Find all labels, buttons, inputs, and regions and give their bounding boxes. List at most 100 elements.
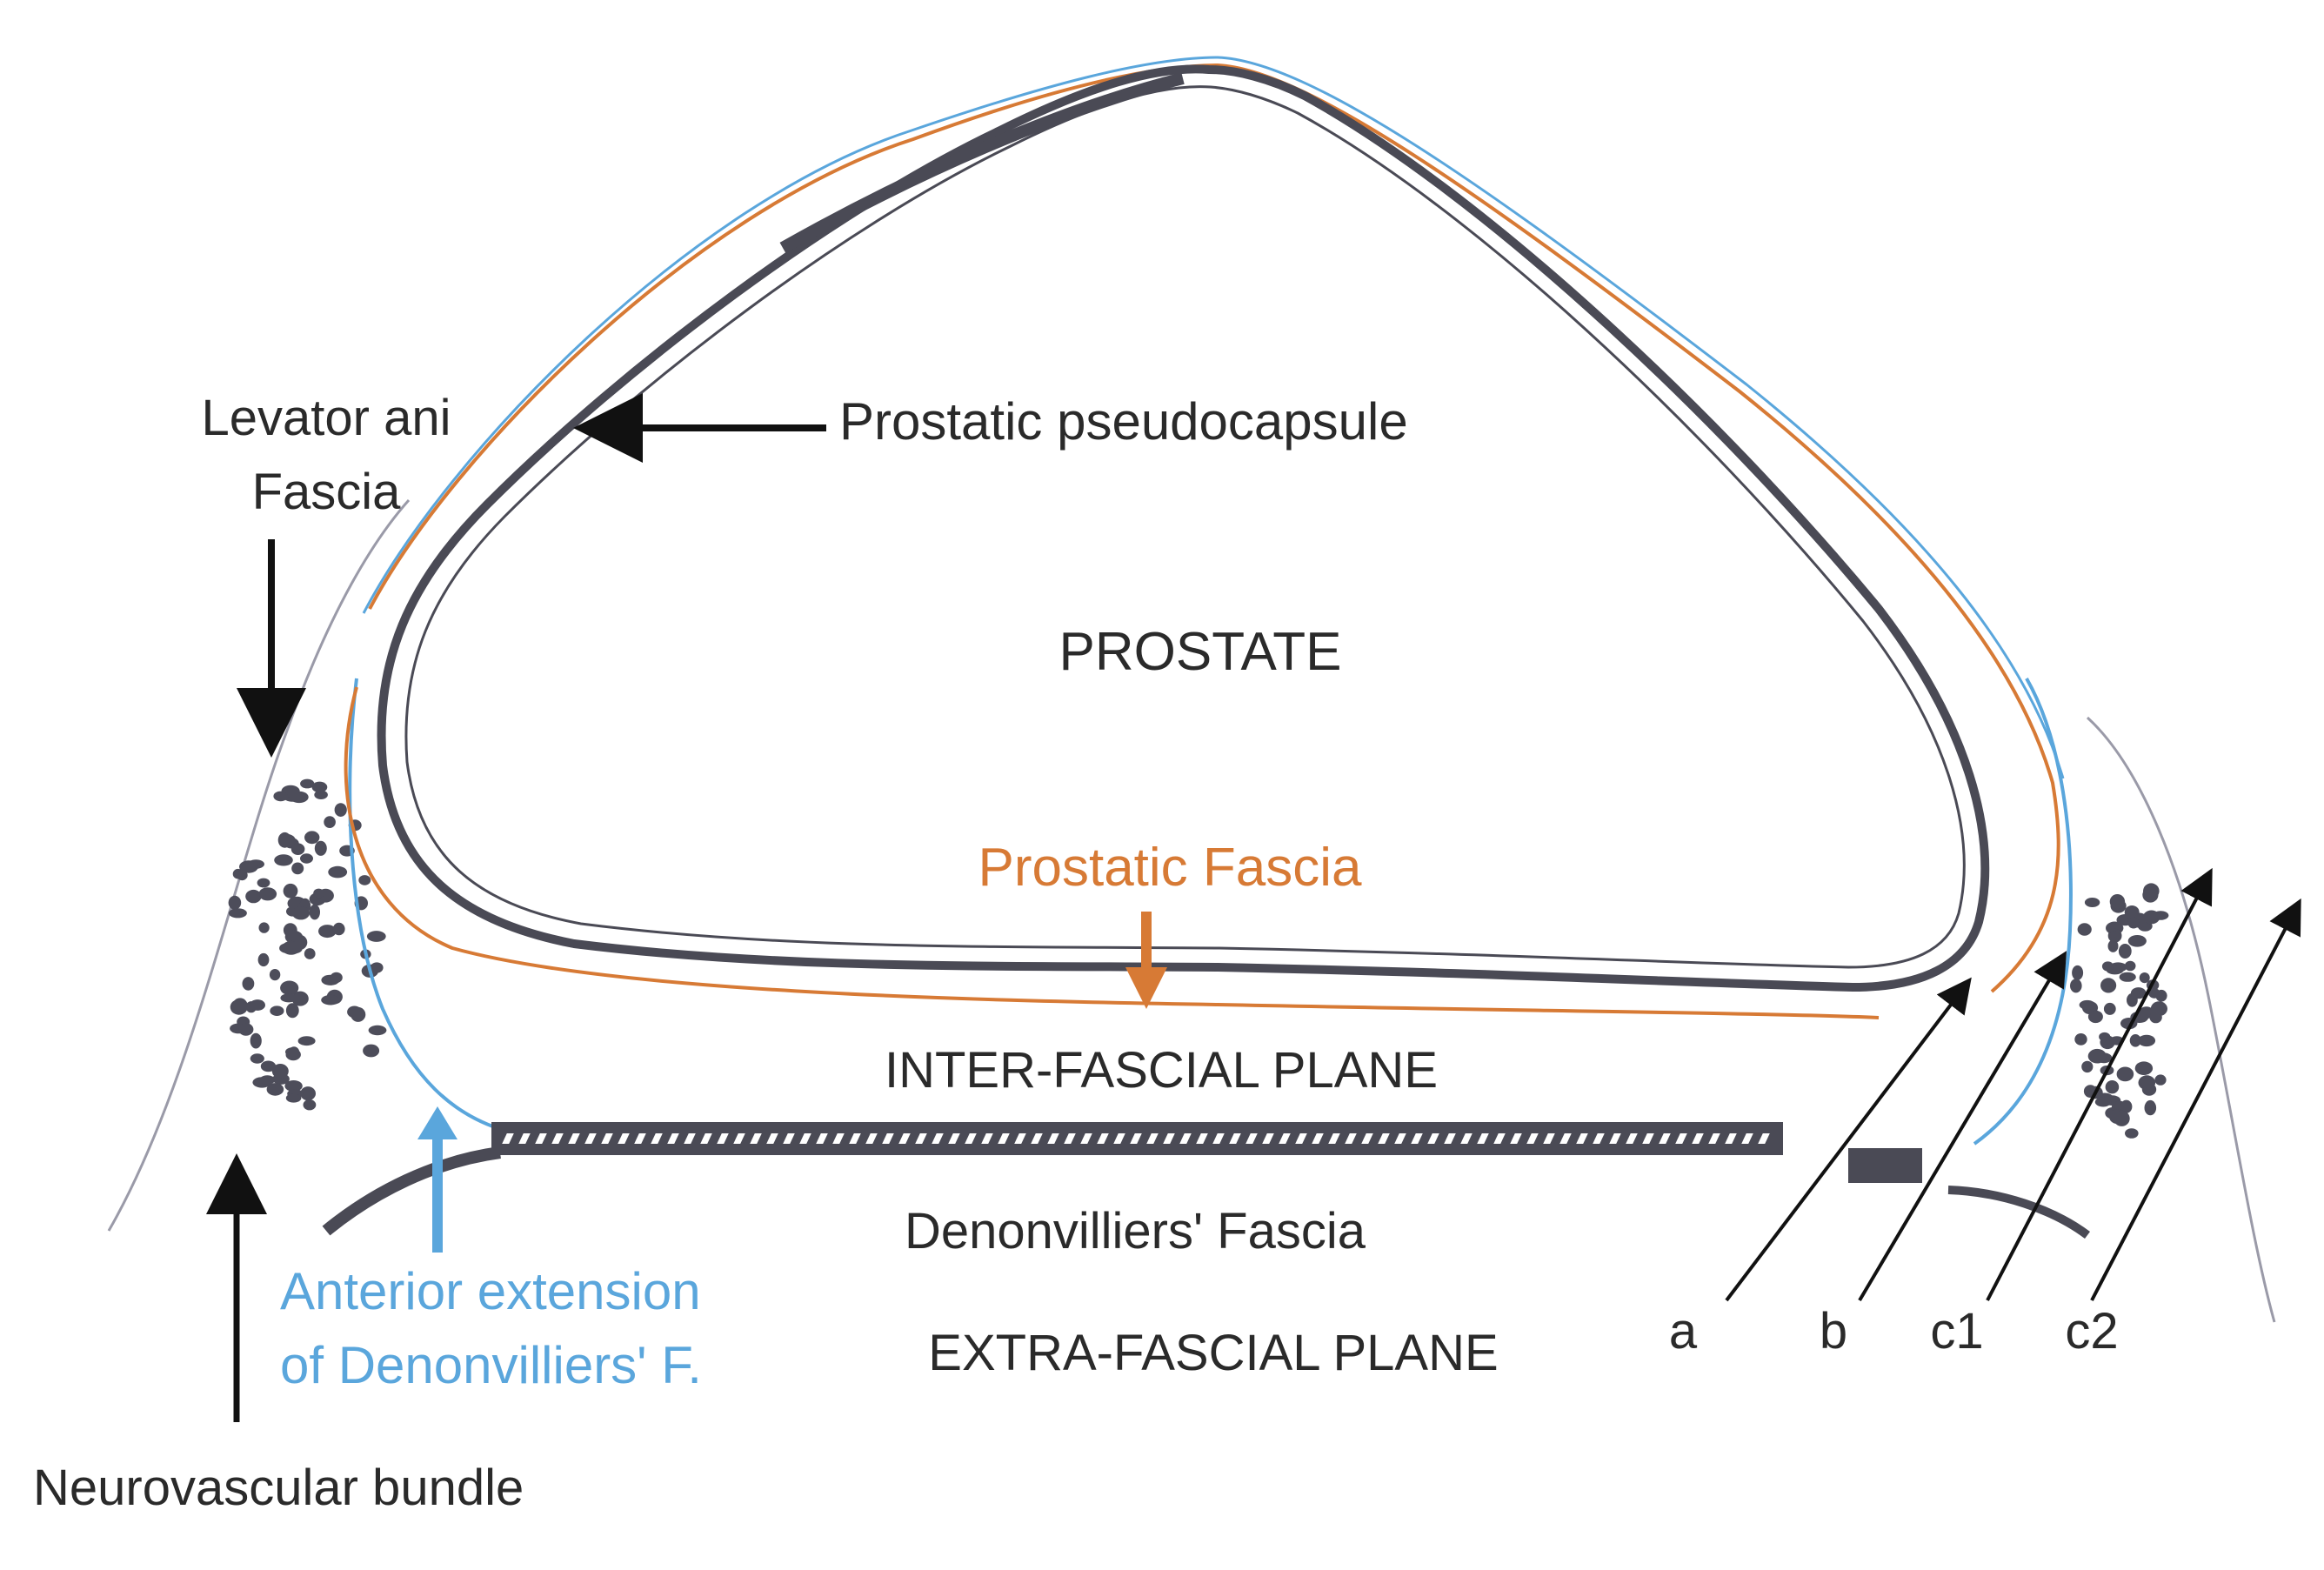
label-neurovascular-bundle: Neurovascular bundle [33,1460,524,1516]
hatch-mark [1510,1133,1522,1144]
nerve-dot [2087,1048,2107,1064]
nerve-dot [309,904,320,920]
hatch-mark [1708,1133,1720,1144]
nerve-dot [260,1060,277,1072]
nerve-dot [288,1046,300,1059]
hatch-mark [1196,1133,1208,1144]
nerve-dot [284,1080,303,1092]
hatch-mark [981,1133,993,1144]
label-extra-fascial-plane: EXTRA-FASCIAL PLANE [928,1325,1498,1381]
hatch-mark [1014,1133,1026,1144]
hatch-mark [1659,1133,1671,1144]
hatch-mark [1130,1133,1142,1144]
nerve-dot [2154,1074,2167,1086]
hatch-mark [915,1133,927,1144]
nerve-dot [258,922,270,933]
hatch-mark [667,1133,679,1144]
hatch-mark [1593,1133,1605,1144]
hatch-mark [783,1133,795,1144]
hatch-mark [799,1133,811,1144]
prostatic-fascia-upper [368,63,2060,993]
nerve-dot [228,908,247,919]
nerve-dot [2148,988,2160,999]
denonvilliers-curve-right [1947,1186,2090,1239]
nerve-dot [2118,944,2132,959]
nerve-dot [314,840,327,856]
nerve-dot [258,887,277,901]
nerve-dot [2072,965,2084,980]
nerve-dot [358,875,371,885]
nerve-dot [2103,1002,2116,1015]
hatch-mark [1262,1133,1274,1144]
nerve-dot [291,906,311,920]
nerve-dot [239,860,258,873]
plane-b-arrow [1858,951,2067,1302]
nerve-dot [2108,931,2120,942]
nerve-dot [2127,935,2147,947]
nerve-dot [274,854,293,866]
nerve-dot [300,778,315,789]
nerve-dot [330,972,343,984]
nerve-dot [269,969,281,981]
hatch-mark [1361,1133,1373,1144]
hatch-mark [898,1133,911,1144]
hatch-mark [618,1133,630,1144]
nerve-dot [2081,1060,2094,1073]
hatch-mark [832,1133,845,1144]
nerve-dot [332,922,345,936]
nerve-dot [2101,961,2114,972]
neurovascular-bundle-left [228,778,387,1111]
nerve-dot [366,931,386,942]
nerve-dot [311,781,328,793]
nerve-dot [280,993,297,1003]
nerve-dot [283,883,298,899]
denonvilliers-curve-left [322,1146,501,1236]
hatch-mark [1675,1133,1687,1144]
nerve-dot [2134,1061,2154,1075]
nerve-dot [2119,972,2136,982]
hatch-mark [1559,1133,1572,1144]
nerve-dot [2077,923,2092,936]
nerve-dot [2120,1099,2133,1113]
nerve-dot [324,816,336,828]
levator-fascia-right-line [2086,716,2276,1323]
nerve-dot [271,1064,289,1079]
nerve-dot [300,1086,316,1101]
hatch-mark [1609,1133,1621,1144]
label-anterior-extension-line2: of Denonvilliers' F. [280,1336,702,1394]
hatch-mark [865,1133,878,1144]
hatch-mark [1444,1133,1456,1144]
nerve-dot [313,888,324,899]
nerve-dot [2070,979,2082,993]
hatch-mark [700,1133,712,1144]
anterior-extension-arrowhead [417,1106,457,1139]
hatch-mark [766,1133,778,1144]
hatch-mark [1526,1133,1539,1144]
hatch-mark [998,1133,1010,1144]
nerve-dot [257,952,270,967]
nerve-dot [232,998,248,1013]
nerve-dot [304,831,320,845]
hatch-mark [1064,1133,1076,1144]
nerve-dot [2084,898,2100,907]
hatch-mark [717,1133,729,1144]
hatch-mark [1543,1133,1555,1144]
hatch-mark [932,1133,944,1144]
hatch-mark [651,1133,663,1144]
hatch-mark [965,1133,977,1144]
nerve-dot [2149,1011,2162,1024]
hatch-mark [1576,1133,1588,1144]
outer-fascia-upper-blue [362,56,2065,779]
hatch-mark [1460,1133,1473,1144]
nerve-dot [2107,939,2119,952]
nerve-dot [270,1005,284,1016]
hatch-mark [1394,1133,1406,1144]
denonvilliers-hatching [502,1133,1770,1144]
plane-c1-arrow [1986,867,2213,1301]
nerve-dot [334,803,347,817]
nerve-dot [238,1023,254,1036]
nerve-dot [245,889,262,904]
nerve-dot [281,940,301,955]
nerve-dot [303,1099,317,1111]
